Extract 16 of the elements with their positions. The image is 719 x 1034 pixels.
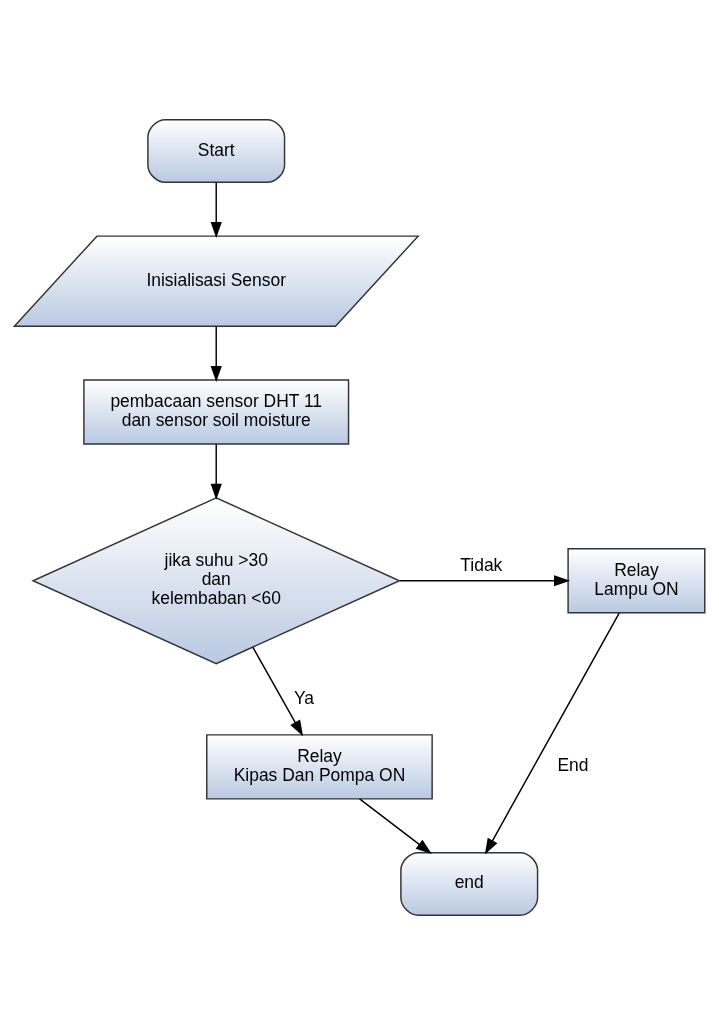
- arrow: [399, 574, 571, 586]
- arrow: [252, 646, 304, 736]
- arrow: [210, 325, 222, 382]
- arrow: [210, 181, 222, 238]
- edge-label: Tidak: [460, 554, 503, 575]
- edge-label: End: [557, 754, 589, 775]
- node-box: Relay Lampu ON: [567, 547, 706, 613]
- arrow: [210, 443, 222, 500]
- edge-label: Ya: [293, 687, 314, 708]
- node-box: pembacaan sensor DHT 11 dan sensor soil moisture: [83, 378, 350, 445]
- node-box: end: [400, 851, 539, 916]
- node-box: Relay Kipas Dan Pompa ON: [206, 733, 433, 800]
- node-diamond: jika suhu >30 dan kelembaban <60: [31, 496, 402, 664]
- arrow: [484, 612, 620, 854]
- arrow: [358, 797, 432, 854]
- node-box: Start: [147, 118, 286, 183]
